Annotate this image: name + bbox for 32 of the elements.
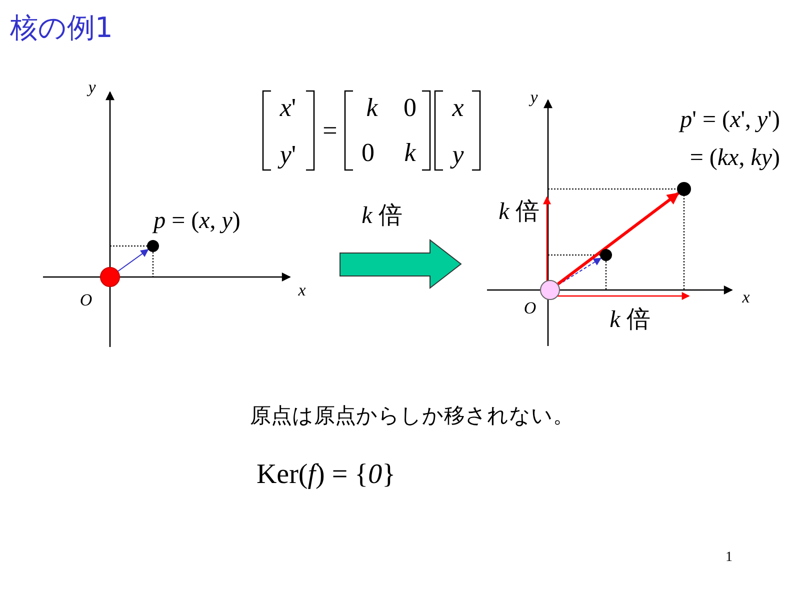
vector-arrow bbox=[118, 249, 149, 272]
matrix-entry: k bbox=[366, 95, 378, 121]
matrix-entry: x' bbox=[280, 95, 296, 121]
point-label: = (kx, ky) bbox=[690, 146, 780, 170]
statement-text: 原点は原点からしか移されない。 bbox=[250, 406, 574, 426]
axis-label: y bbox=[88, 78, 96, 96]
scale-label: k 倍 bbox=[610, 308, 650, 332]
matrix-entry: 0 bbox=[362, 140, 374, 166]
point-label: p' = (x', y') bbox=[680, 108, 780, 132]
origin-label: O bbox=[524, 300, 536, 316]
matrix-entry: 0 bbox=[404, 95, 416, 121]
kernel-formula: Ker(f) = {0} bbox=[256, 461, 396, 489]
origin-label: O bbox=[80, 292, 92, 308]
slide-title: 核の例1 bbox=[10, 14, 113, 42]
point-marker bbox=[677, 182, 691, 196]
origin-point bbox=[540, 280, 560, 300]
equals-sign: = bbox=[322, 118, 338, 144]
point-label: p = (x, y) bbox=[154, 209, 240, 233]
matrix-entry: y bbox=[452, 142, 464, 168]
axis-label: x bbox=[298, 282, 306, 298]
origin-point bbox=[100, 267, 120, 287]
matrix-entry: k bbox=[404, 140, 416, 166]
axis-label: y bbox=[530, 88, 538, 106]
point-marker bbox=[147, 240, 159, 252]
scale-label: k 倍 bbox=[498, 200, 540, 224]
vector-arrow bbox=[557, 192, 680, 286]
scale-label: k 倍 bbox=[362, 204, 402, 228]
axis-label: x bbox=[742, 288, 750, 306]
matrix-entry: y' bbox=[280, 142, 296, 168]
matrix-entry: x bbox=[452, 95, 464, 121]
page-number: 1 bbox=[726, 551, 732, 565]
point-marker bbox=[600, 249, 612, 261]
